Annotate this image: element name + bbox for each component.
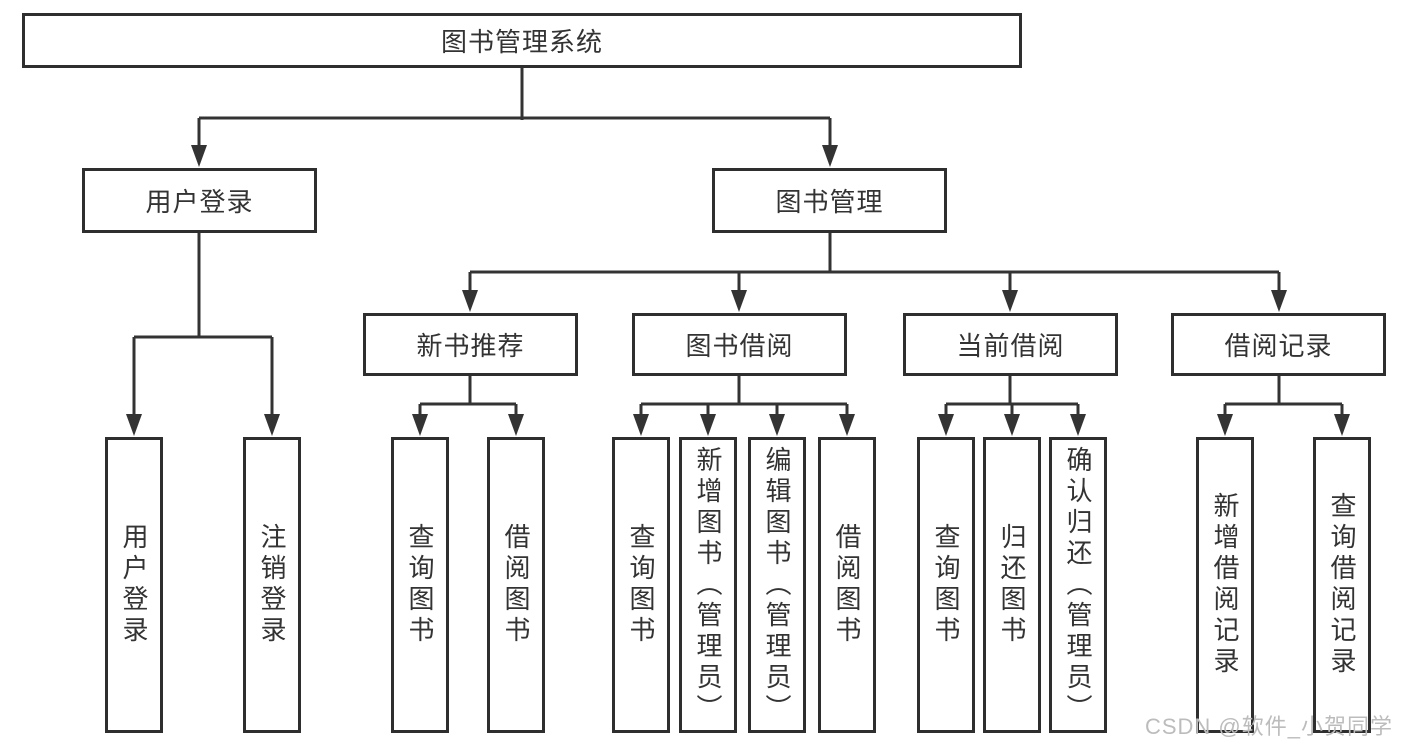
arrowhead xyxy=(700,414,716,436)
watermark: CSDN @软件_小贺同学 xyxy=(1144,714,1393,739)
node-cu-query-books: 查询图书 xyxy=(917,437,975,733)
node-bw-add-books-admin: 新增图书（管理员） xyxy=(679,437,737,733)
connector-line-group xyxy=(132,68,1344,415)
arrowhead xyxy=(1004,414,1020,436)
node-new-book-recommendation: 新书推荐 xyxy=(363,313,578,376)
arrowhead-group xyxy=(126,145,1350,436)
arrowhead xyxy=(1217,414,1233,436)
node-bw-query-books: 查询图书 xyxy=(612,437,670,733)
node-current-borrowing: 当前借阅 xyxy=(903,313,1118,376)
arrowhead xyxy=(1334,414,1350,436)
arrowhead xyxy=(731,290,747,312)
arrowhead xyxy=(1271,290,1287,312)
arrowhead xyxy=(1070,414,1086,436)
node-bw-edit-books-admin: 编辑图书（管理员） xyxy=(748,437,806,733)
arrowhead xyxy=(1002,290,1018,312)
arrowhead xyxy=(508,414,524,436)
arrowhead xyxy=(126,414,142,436)
node-book-management: 图书管理 xyxy=(712,168,947,233)
node-nb-query-books: 查询图书 xyxy=(391,437,449,733)
arrowhead xyxy=(633,414,649,436)
node-borrowing-records: 借阅记录 xyxy=(1171,313,1386,376)
node-root: 图书管理系统 xyxy=(22,13,1022,68)
arrowhead xyxy=(264,414,280,436)
node-nb-borrow-books: 借阅图书 xyxy=(487,437,545,733)
node-book-borrowing: 图书借阅 xyxy=(632,313,847,376)
node-cu-confirm-return-admin: 确认归还（管理员） xyxy=(1049,437,1107,733)
arrowhead xyxy=(839,414,855,436)
node-user-login: 用户登录 xyxy=(82,168,317,233)
arrowhead xyxy=(938,414,954,436)
arrowhead xyxy=(462,290,478,312)
arrowhead xyxy=(412,414,428,436)
node-cu-return-books: 归还图书 xyxy=(983,437,1041,733)
node-bw-borrow-books: 借阅图书 xyxy=(818,437,876,733)
node-rc-query-borrow-record: 查询借阅记录 xyxy=(1313,437,1371,733)
arrowhead xyxy=(769,414,785,436)
arrowhead xyxy=(191,145,207,167)
node-logout: 注销登录 xyxy=(243,437,301,733)
arrowhead xyxy=(822,145,838,167)
node-user-login-action: 用户登录 xyxy=(105,437,163,733)
node-rc-add-borrow-record: 新增借阅记录 xyxy=(1196,437,1254,733)
